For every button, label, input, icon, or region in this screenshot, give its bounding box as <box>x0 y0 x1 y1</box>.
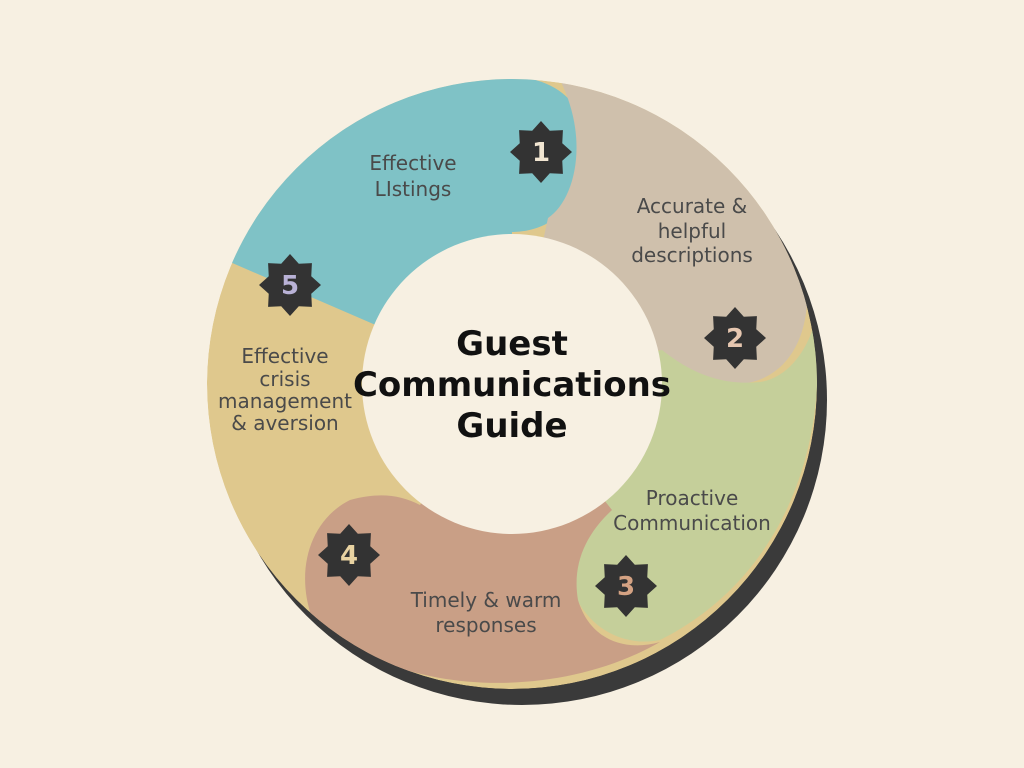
title-line-3: Guide <box>456 406 567 446</box>
title-line-2: Communications <box>353 365 671 405</box>
star-badge-icon <box>510 121 572 183</box>
segment-3-label: Proactive Communication <box>613 486 771 535</box>
star-badge-icon <box>318 524 380 586</box>
segment-5-label-line-4: & aversion <box>231 411 338 435</box>
segment-1-label-line-1: Effective <box>369 151 456 175</box>
star-badge-icon <box>704 307 766 369</box>
segment-4-label: Timely & warm responses <box>410 588 562 637</box>
badge-4-number: 4 <box>340 541 358 571</box>
center-title: Guest Communications Guide <box>353 324 671 446</box>
star-badge-icon <box>595 555 657 617</box>
segment-2-label-line-3: descriptions <box>631 243 753 267</box>
badge-5: 5 <box>259 254 321 316</box>
badge-1: 1 <box>510 121 572 183</box>
segment-1-label-line-2: LIstings <box>375 177 452 201</box>
segment-5-label-line-2: crisis <box>259 367 310 391</box>
segment-5-label-line-3: management <box>218 389 352 413</box>
segment-3-label-line-2: Communication <box>613 511 771 535</box>
badge-5-number: 5 <box>281 271 299 301</box>
segment-1-label: Effective LIstings <box>369 151 456 201</box>
center-circle <box>362 234 662 534</box>
segment-5-label-line-1: Effective <box>241 344 328 368</box>
segment-4-label-line-2: responses <box>435 613 536 637</box>
segment-4-label-line-1: Timely & warm <box>410 588 562 612</box>
badge-1-number: 1 <box>532 138 550 168</box>
segment-2-label-line-2: helpful <box>658 219 727 243</box>
segment-2-label: Accurate & helpful descriptions <box>631 194 753 267</box>
badge-3: 3 <box>595 555 657 617</box>
badge-3-number: 3 <box>617 572 635 602</box>
segment-5-label: Effective crisis management & aversion <box>218 344 352 435</box>
segment-3-label-line-1: Proactive <box>646 486 739 510</box>
star-badge-icon <box>259 254 321 316</box>
badge-2-number: 2 <box>726 324 744 354</box>
title-line-1: Guest <box>456 324 568 364</box>
segment-2-label-line-1: Accurate & <box>637 194 748 218</box>
badge-2: 2 <box>704 307 766 369</box>
badge-4: 4 <box>318 524 380 586</box>
